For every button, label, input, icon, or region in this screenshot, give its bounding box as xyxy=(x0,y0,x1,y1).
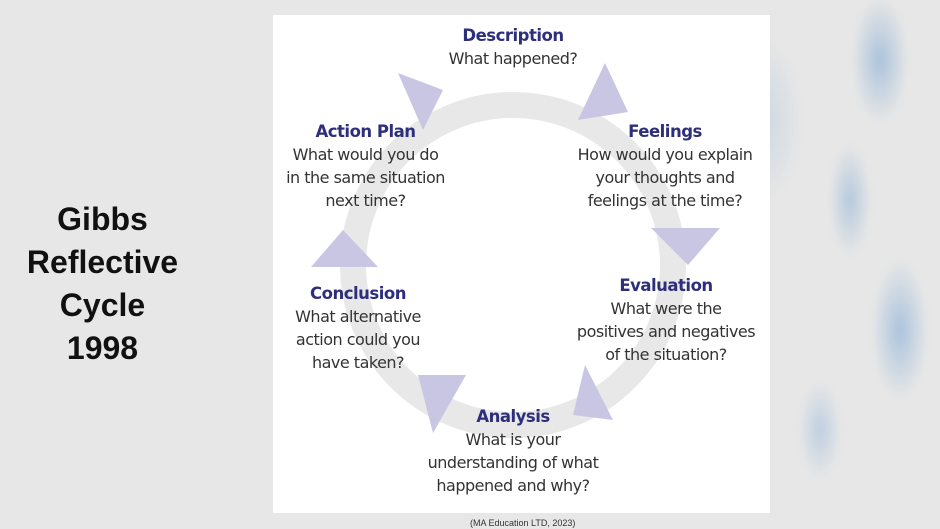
stage-title: Conclusion xyxy=(310,284,406,303)
stage-question: What happened? xyxy=(448,49,578,68)
title-line: Gibbs xyxy=(57,201,148,237)
title-line: Reflective xyxy=(26,244,179,280)
arrow-icon xyxy=(651,228,720,265)
stage-question: What alternative action could you have t… xyxy=(295,307,421,372)
title-line: Cycle xyxy=(59,287,146,323)
stage-action-plan: Action Plan What would you do in the sam… xyxy=(273,120,458,212)
stage-title: Feelings xyxy=(628,122,702,141)
stage-analysis: Analysis What is your understanding of w… xyxy=(403,405,623,497)
stage-evaluation: Evaluation What were the positives and n… xyxy=(555,274,777,366)
stage-title: Description xyxy=(462,26,564,45)
stage-question: What would you do in the same situation … xyxy=(286,145,445,210)
stage-conclusion: Conclusion What alternative action could… xyxy=(273,282,443,374)
stage-title: Action Plan xyxy=(315,122,416,141)
arrow-icon xyxy=(398,73,443,130)
slide-title: Gibbs Reflective Cycle 1998 xyxy=(0,198,205,370)
stage-description: Description What happened? xyxy=(413,24,613,70)
arrow-icon xyxy=(578,63,628,120)
cycle-graphic xyxy=(311,63,720,438)
stage-title: Analysis xyxy=(476,407,550,426)
title-line: 1998 xyxy=(66,330,139,366)
stage-question: What is your understanding of what happe… xyxy=(427,430,599,495)
stage-question: How would you explain your thoughts and … xyxy=(577,145,753,210)
arrow-icon xyxy=(573,365,613,420)
arrow-icon xyxy=(418,375,466,433)
stage-feelings: Feelings How would you explain your thou… xyxy=(555,120,775,212)
stage-question: What were the positives and negatives of… xyxy=(576,299,756,364)
arrow-icon xyxy=(311,230,378,267)
stage-title: Evaluation xyxy=(619,276,713,295)
citation: (MA Education LTD, 2023) xyxy=(470,518,576,528)
gibbs-cycle-diagram: Description What happened? Feelings How … xyxy=(273,15,770,513)
